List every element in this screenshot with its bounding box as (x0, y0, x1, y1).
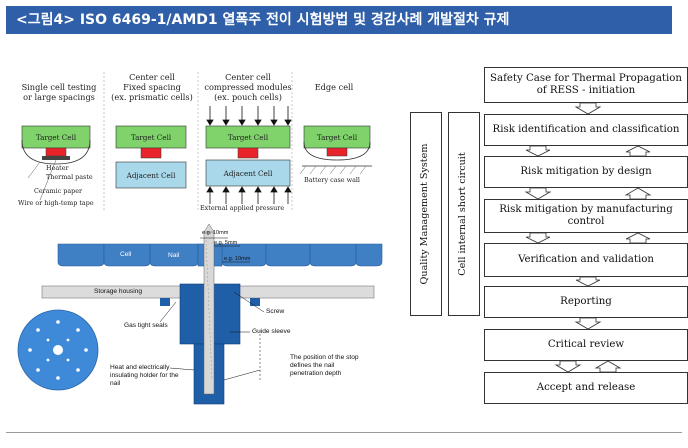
external-pressure-label: External applied pressure (200, 204, 285, 212)
dim-5mm-label: e.g. 5mm (214, 240, 238, 246)
dim-10mm-label: e.g. 10mm (202, 230, 229, 236)
step-accept-release: Accept and release (484, 372, 688, 404)
step-mitigation-manufacturing: Risk mitigation by manufacturing control (484, 199, 688, 233)
holder-label: Heat and electrically insulating holder … (110, 364, 179, 388)
col3-setup (205, 106, 292, 204)
holder-label-line1: Heat and electrically (110, 364, 170, 371)
nail-cell-label: Cell (120, 251, 132, 258)
col2-heading-line2: Fixed spacing (123, 82, 181, 92)
col2-setup (115, 125, 187, 189)
stop-label: The position of the stop defines the nai… (290, 354, 359, 378)
nail-label: Nail (168, 252, 180, 259)
heater-label: Heater (46, 164, 69, 172)
stop-label-line3: penetration depth (290, 370, 342, 377)
col3-target-cell-label: Target Cell (228, 133, 269, 142)
bottom-divider (6, 432, 682, 433)
col3-heading-line3: (ex. pouch cells) (214, 92, 282, 102)
col4-heading: Edge cell (294, 82, 374, 92)
round-plate (17, 309, 99, 391)
col1-setup (21, 125, 91, 201)
col2-heading-line3: (ex. prismatic cells) (111, 92, 193, 102)
battery-wall-label: Battery case wall (304, 176, 360, 184)
col3-adjacent-cell-label: Adjacent Cell (223, 169, 273, 178)
ceramic-paper-label: Ceramic paper (34, 187, 83, 195)
guide-sleeve-label: Guide sleeve (252, 328, 291, 335)
col3-heading-line1: Center cell (225, 72, 271, 82)
col3-heading-line2: compressed modules (204, 82, 292, 92)
col3-heading: Center cell compressed modules (ex. pouc… (198, 72, 298, 102)
holder-label-line3: nail (110, 380, 121, 387)
col4-heading-line1: Edge cell (314, 82, 354, 92)
gas-tight-seals-label: Gas tight seals (124, 322, 168, 329)
col2-heading: Center cell Fixed spacing (ex. prismatic… (104, 72, 200, 102)
step-initiation: Safety Case for Thermal Propagation of R… (484, 67, 688, 103)
col1-heading-line2: or large spacings (23, 92, 95, 102)
stop-label-line1: The position of the stop (290, 354, 359, 361)
wire-tape-label: Wire or high-temp tape (18, 199, 94, 207)
stop-label-line2: defines the nail (290, 362, 335, 369)
holder-label-line2: insulating holder for the (110, 372, 179, 379)
step-mitigation-design: Risk mitigation by design (484, 156, 688, 188)
thermal-paste-label: Thermal paste (46, 173, 93, 181)
col4-setup (299, 125, 372, 175)
col1-heading: Single cell testing or large spacings (14, 82, 104, 102)
figure-title: <그림4> ISO 6469-1/AMD1 열폭주 전이 시험방법 및 경감사례… (6, 6, 672, 34)
col1-target-cell-label: Target Cell (36, 133, 77, 142)
step-critical-review: Critical review (484, 329, 688, 361)
col2-adjacent-cell-label: Adjacent Cell (126, 171, 176, 180)
cell-short-circuit-box (448, 112, 480, 316)
col2-target-cell-label: Target Cell (131, 133, 172, 142)
step-risk-identification: Risk identification and classification (484, 114, 688, 146)
quality-management-box (410, 112, 442, 316)
step-reporting: Reporting (484, 286, 688, 318)
storage-housing-label: Storage housing (94, 288, 143, 295)
screw-label: Screw (266, 308, 285, 315)
dim-10mm-b-label: e.g. 10mm (224, 256, 251, 262)
col2-heading-line1: Center cell (129, 72, 175, 82)
col1-heading-line1: Single cell testing (21, 82, 97, 92)
col4-target-cell-label: Target Cell (317, 133, 358, 142)
